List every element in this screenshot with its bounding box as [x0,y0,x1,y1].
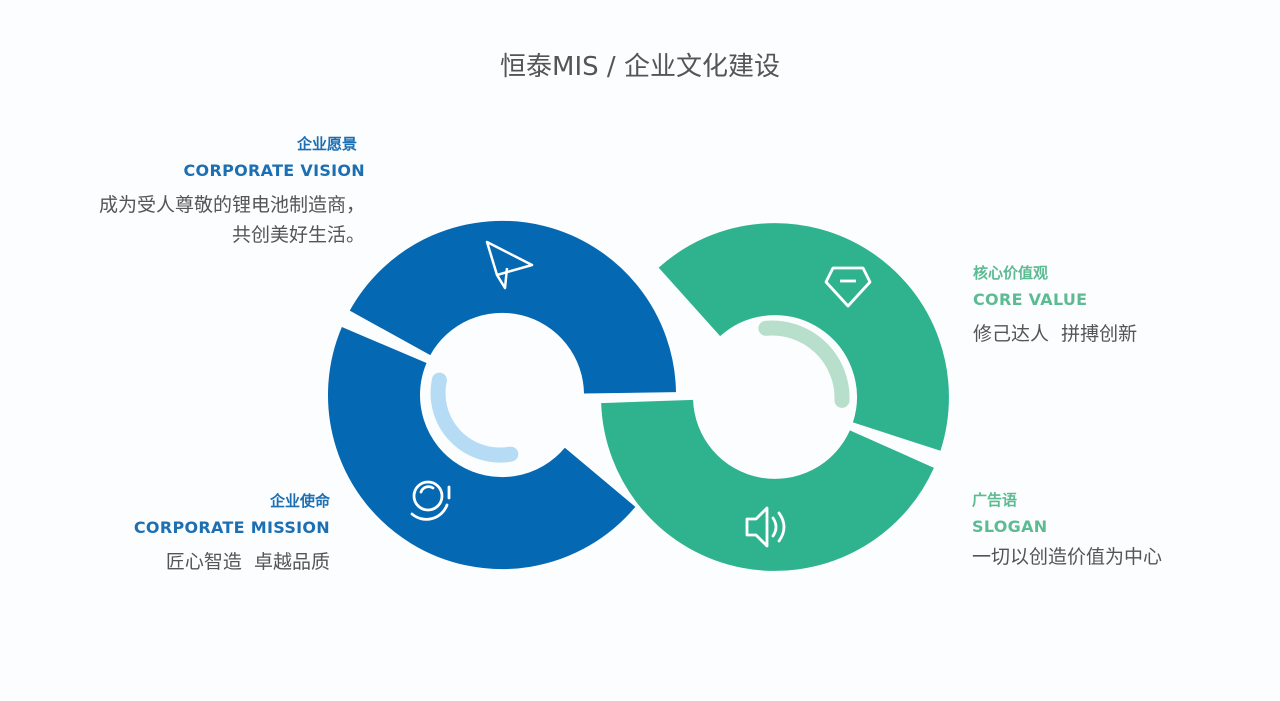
slogan-title-cn: 广告语 [972,491,1018,509]
mission-block: 企业使命 CORPORATE MISSION 匠心智造 卓越品质 [134,491,330,577]
mission-segment [328,327,636,570]
orbit-circle-icon [410,480,451,521]
core-value-title-en: CORE VALUE [973,290,1088,309]
vision-title-en: CORPORATE VISION [183,161,365,180]
core-value-text: 修己达人 拼搏创新 [973,323,1138,345]
vision-line: 共创美好生活。 [231,224,365,246]
vision-text: 成为受人尊敬的锂电池制造商， 共创美好生活。 [99,190,365,250]
speaker-icon [745,506,786,548]
mission-title-en: CORPORATE MISSION [133,518,330,537]
paper-plane-icon [485,240,534,290]
diamond-icon [824,266,872,308]
page-title: 恒泰MIS / 企业文化建设 [500,52,780,82]
slogan-title-en: SLOGAN [972,517,1048,536]
vision-segment [349,220,676,395]
inner-arc-blue [430,372,519,463]
mission-title-cn: 企业使命 [269,492,330,510]
inner-arc-green [758,320,850,408]
mission-text: 匠心智造 卓越品质 [165,551,330,573]
core-value-segment [658,223,949,451]
vision-title-cn: 企业愿景 [296,135,357,153]
slogan-segment [601,398,934,571]
slogan-text: 一切以创造价值为中心 [972,546,1163,568]
core-value-title-cn: 核心价值观 [973,264,1049,282]
slogan-block: 广告语 SLOGAN 一切以创造价值为中心 [972,490,1162,572]
core-value-block: 核心价值观 CORE VALUE 修己达人 拼搏创新 [973,263,1137,349]
vision-line: 成为受人尊敬的锂电池制造商， [98,194,365,216]
vision-block: 企业愿景 CORPORATE VISION 成为受人尊敬的锂电池制造商， 共创美… [99,134,365,250]
